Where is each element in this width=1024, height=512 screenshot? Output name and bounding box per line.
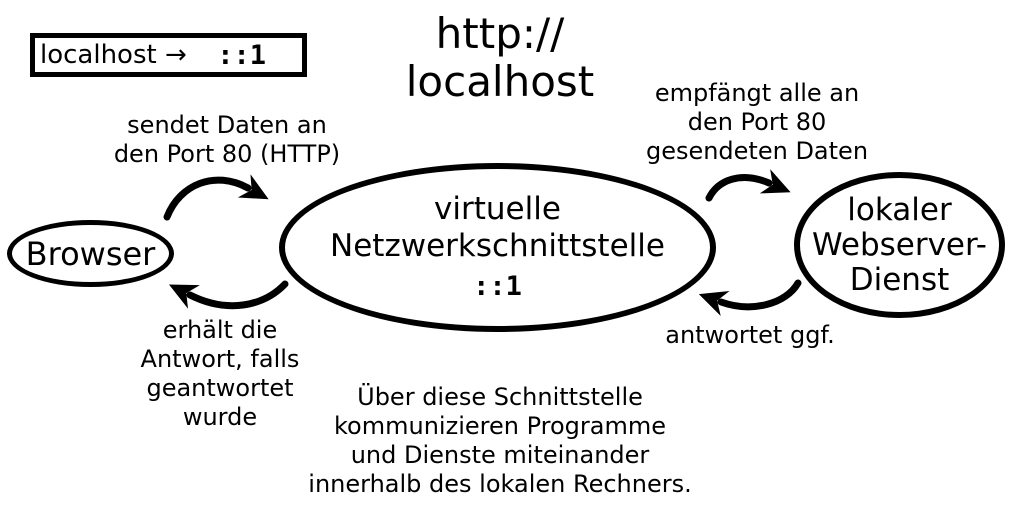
node-interface-address: ::1 bbox=[473, 270, 522, 302]
legend-address-label: ::1 bbox=[217, 39, 266, 71]
label-send-data: sendet Daten an den Port 80 (HTTP) bbox=[113, 111, 341, 168]
arrow-interface-to-webserver bbox=[705, 169, 791, 202]
node-virtual-network-interface: virtuelle Netzwerkschnittstelle ::1 bbox=[279, 163, 716, 332]
arrow-browser-to-interface bbox=[163, 174, 269, 221]
arrow-webserver-to-interface bbox=[698, 279, 802, 316]
label-receive-data: empfängt alle an den Port 80 gesendeten … bbox=[645, 79, 869, 165]
legend-host-label: localhost → bbox=[40, 40, 187, 70]
label-reply-from-webserver: antwortet ggf. bbox=[665, 321, 835, 349]
node-interface-label: virtuelle Netzwerkschnittstelle bbox=[330, 190, 665, 264]
node-webserver-label: lokaler Webserver- Dienst bbox=[812, 191, 987, 298]
node-browser: Browser bbox=[7, 220, 174, 287]
node-browser-label: Browser bbox=[25, 234, 156, 273]
label-reply-to-browser: erhält die Antwort, falls geantwortet wu… bbox=[140, 316, 300, 431]
diagram-caption: Über diese Schnittstelle kommunizieren P… bbox=[308, 383, 692, 498]
localhost-mapping-box: localhost → ::1 bbox=[30, 33, 307, 77]
arrow-interface-to-browser bbox=[168, 280, 289, 310]
node-local-webserver: lokaler Webserver- Dienst bbox=[794, 172, 1005, 318]
diagram-title: http:// localhost bbox=[405, 9, 595, 106]
